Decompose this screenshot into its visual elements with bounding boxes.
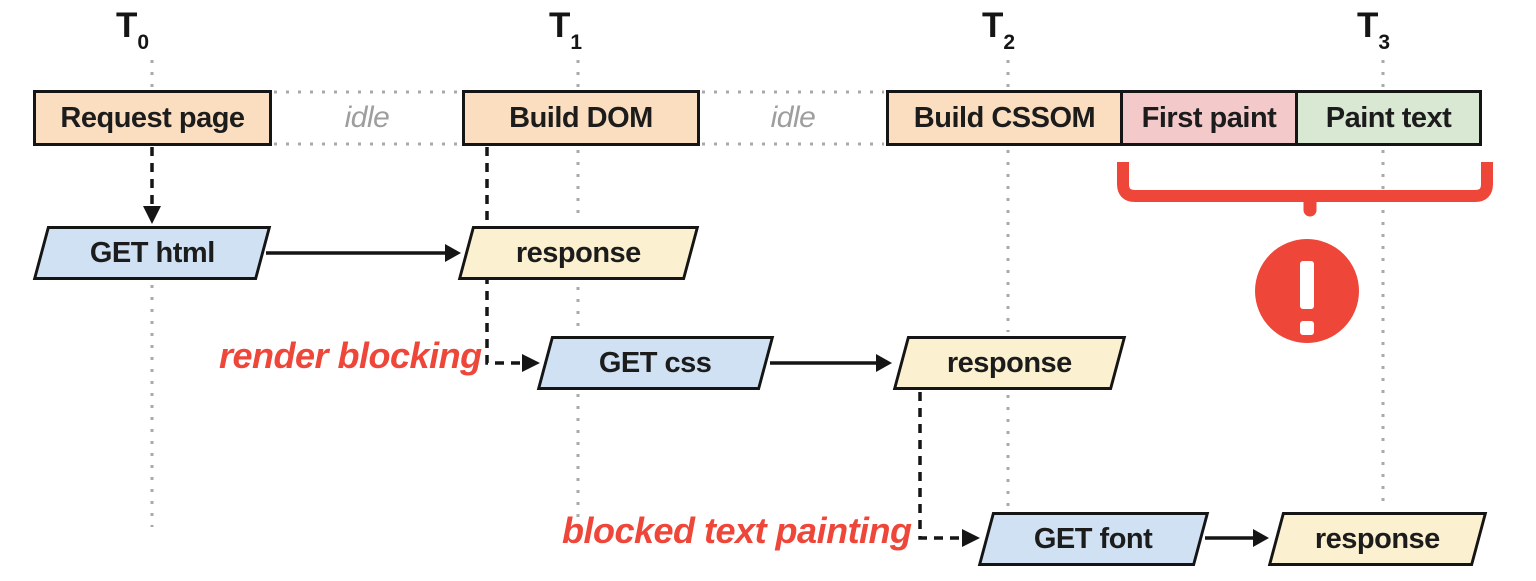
warning-badge — [1255, 239, 1359, 343]
exclamation-icon — [1300, 261, 1314, 309]
shape-label: GET font — [1034, 522, 1153, 555]
request-arrows — [266, 251, 1253, 540]
block-label: Build CSSOM — [913, 101, 1096, 134]
annotation-render-blocking: render blocking — [219, 335, 482, 376]
marker-subscript: 3 — [1378, 31, 1390, 54]
block-label: Build DOM — [509, 101, 653, 134]
marker-letter: T — [549, 6, 570, 45]
dashed-connectors — [150, 147, 962, 540]
annotation-blocked-text-painting: blocked text painting — [562, 510, 912, 551]
response-shape-html: response — [457, 226, 700, 280]
shape-label: response — [516, 236, 641, 269]
shape-label: response — [947, 346, 1072, 379]
marker-subscript: 0 — [137, 31, 149, 54]
marker-subscript: 2 — [1003, 31, 1015, 54]
timeline-marker-t3: T3 — [1357, 6, 1390, 54]
shape-label: response — [1315, 522, 1440, 555]
marker-letter: T — [982, 6, 1003, 45]
response-shape-css: response — [892, 336, 1127, 390]
idle-segment-2: idle — [700, 90, 886, 146]
idle-label: idle — [344, 101, 390, 134]
timeline-block-build-cssom: Build CSSOM — [886, 90, 1123, 146]
dashed-connector-arrowheads — [143, 206, 980, 547]
block-label: First paint — [1141, 101, 1277, 134]
shape-label: GET css — [599, 346, 712, 379]
response-shape-font: response — [1267, 512, 1488, 566]
request-shape-get-css: GET css — [536, 336, 775, 390]
timeline-gridlines — [150, 60, 1385, 527]
marker-letter: T — [1357, 6, 1378, 45]
request-shape-get-font: GET font — [977, 512, 1210, 566]
timeline-block-request-page: Request page — [33, 90, 272, 146]
timeline-block-paint-text: Paint text — [1295, 90, 1482, 146]
timeline-block-first-paint: First paint — [1120, 90, 1298, 146]
marker-letter: T — [116, 6, 137, 45]
timeline-marker-t2: T2 — [982, 6, 1015, 54]
marker-subscript: 1 — [570, 31, 582, 54]
idle-label: idle — [770, 101, 816, 134]
highlight-brace — [1117, 162, 1493, 217]
timeline-marker-t0: T0 — [116, 6, 149, 54]
request-shape-get-html: GET html — [32, 226, 272, 280]
idle-segment-1: idle — [272, 90, 462, 146]
timeline-marker-t1: T1 — [549, 6, 582, 54]
exclamation-icon-dot — [1300, 321, 1314, 335]
block-label: Request page — [60, 101, 245, 134]
request-arrowheads — [445, 244, 1269, 547]
block-label: Paint text — [1325, 101, 1452, 134]
timeline-block-build-dom: Build DOM — [462, 90, 700, 146]
shape-label: GET html — [89, 236, 215, 269]
